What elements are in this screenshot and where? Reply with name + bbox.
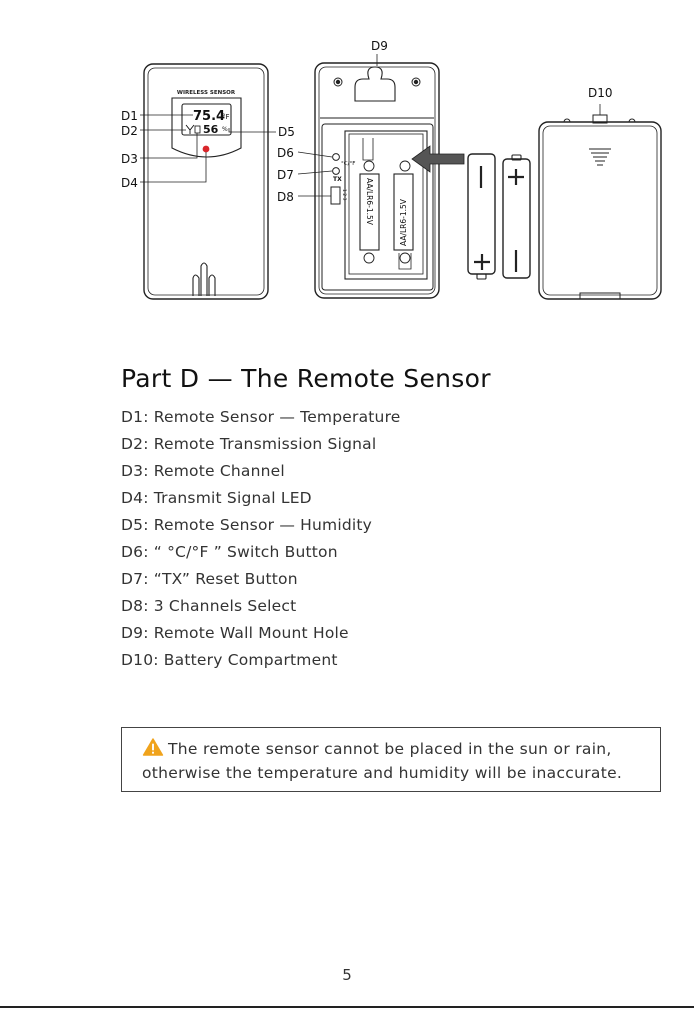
battery-label-2: AA/LR6-1.5V [399,198,408,246]
remote-sensor-figure: WIRELESS SENSOR 75.4 °F 56 % D1 D2 D3 D4… [121,39,662,300]
warning-triangle-icon [142,738,164,756]
channel-switch-label: 1 2 3 [341,189,347,201]
list-item: D7: “TX” Reset Button [121,570,298,588]
tx-button-label: TX [333,176,342,183]
label-d9: D9 [371,39,388,53]
list-item: D6: “ °C/°F ” Switch Button [121,543,338,561]
signal-icon [185,124,195,134]
label-d2: D2 [121,124,138,138]
leader-lines-front [140,114,276,183]
list-item: D1: Remote Sensor — Temperature [121,408,401,426]
lcd-humidity: 56 [203,123,219,136]
list-item: D8: 3 Channels Select [121,597,297,615]
sensor-title: WIRELESS SENSOR [177,90,236,96]
insert-arrow-icon [411,145,465,173]
list-item: D2: Remote Transmission Signal [121,435,377,453]
warning-note-text: The remote sensor cannot be placed in th… [142,740,623,782]
page-number: 5 [342,966,352,984]
channel-icon [194,125,201,134]
list-item: D9: Remote Wall Mount Hole [121,624,349,642]
lcd-humidity-unit: % [222,126,228,133]
transmit-led [202,145,210,153]
lcd-temperature-unit: °F [222,113,230,121]
label-d5: D5 [278,125,295,139]
label-d6: D6 [277,146,294,160]
footer-rule [0,1006,694,1008]
list-item: D4: Transmit Signal LED [121,489,312,507]
sensor-front-view [143,63,269,300]
label-d7: D7 [277,168,294,182]
switch-button-label: °C/°F [341,161,355,167]
label-d1: D1 [121,109,138,123]
lcd-temperature: 75.4 [193,109,225,124]
leader-lines-back [297,54,378,197]
section-heading: Part D — The Remote Sensor [121,364,491,393]
aa-batteries [467,153,531,280]
parts-list: D1: Remote Sensor — Temperature D2: Remo… [121,404,401,674]
label-d10: D10 [588,86,613,100]
label-d8: D8 [277,190,294,204]
label-d4: D4 [121,176,138,190]
list-item: D3: Remote Channel [121,462,285,480]
battery-label-1: AA/LR6-1.5V [365,178,374,226]
battery-cover-view [538,104,662,300]
label-d3: D3 [121,152,138,166]
warning-note-box: The remote sensor cannot be placed in th… [121,727,661,792]
list-item: D10: Battery Compartment [121,651,338,669]
list-item: D5: Remote Sensor — Humidity [121,516,373,534]
